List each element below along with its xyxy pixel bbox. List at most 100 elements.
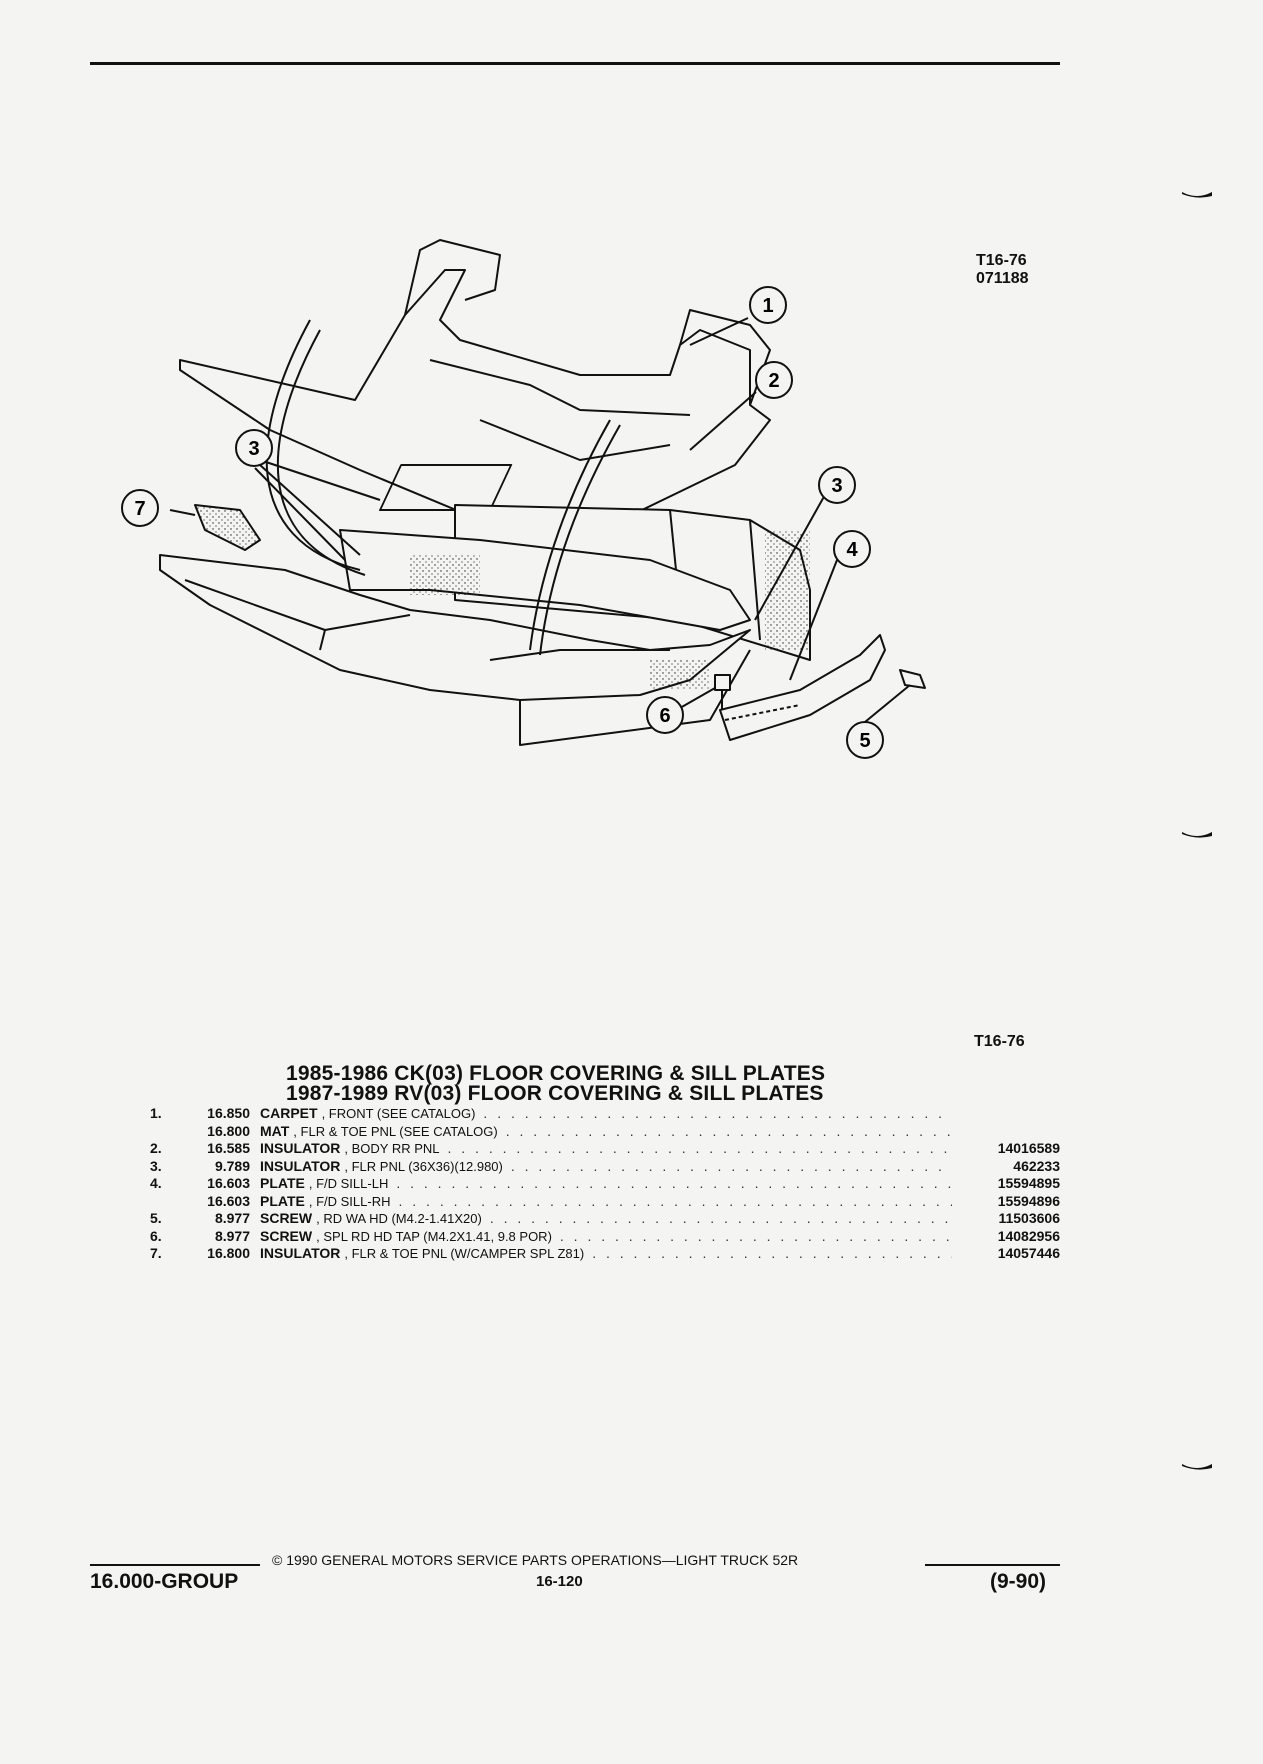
dot-leader: . . . . . . . . . . . . . . . . . . . . … [398,1192,952,1209]
callout-3b: 3 [818,466,856,504]
group-number: 16.603 [207,1175,250,1191]
date-code: (9-90) [990,1570,1047,1593]
part-name: SCREW [260,1210,313,1226]
table-row: 16.603 PLATE, F/D SILL-RH . . . . . . . .… [150,1193,1060,1211]
description: CARPET, FRONT (SEE CATALOG) . . . . . . … [260,1105,960,1121]
callout-4: 4 [833,530,871,568]
part-name: INSULATOR [260,1140,341,1156]
figure-code: T16-76 [976,252,1027,269]
description: SCREW, SPL RD HD TAP (M4.2X1.41, 9.8 POR… [260,1228,960,1244]
description: INSULATOR, FLR & TOE PNL (W/CAMPER SPL Z… [260,1245,960,1261]
description: INSULATOR, BODY RR PNL . . . . . . . . .… [260,1140,960,1156]
description: PLATE, F/D SILL-LH . . . . . . . . . . .… [260,1175,960,1191]
group-number: 16.603 [207,1192,250,1209]
part-name: PLATE [260,1192,305,1209]
item-number: 2. [150,1140,162,1156]
table-row: 3. 9.789 INSULATOR, FLR PNL (36X36)(12.980… [150,1158,1060,1176]
part-detail: , F/D SILL-LH [308,1176,389,1191]
margin-mark-icon [1182,192,1212,198]
part-number: 15594896 [997,1192,1060,1209]
item-number: 7. [150,1245,162,1261]
camper-insulator [194,504,261,551]
heel-pad [379,464,513,511]
part-number: 14057446 [997,1245,1060,1261]
group-number: 8.977 [214,1227,250,1244]
table-row: 1. 16.850 CARPET, FRONT (SEE CATALOG) . . … [150,1105,1060,1123]
dot-leader: . . . . . . . . . . . . . . . . . . . . … [489,1210,952,1226]
footer-rule-right [925,1564,1060,1566]
group-number: 16.585 [207,1140,250,1156]
part-name: MAT [260,1122,290,1139]
title-line-2: 1987-1989 RV(03) FLOOR COVERING & SILL P… [286,1082,824,1105]
part-name: SCREW [260,1227,313,1244]
figure-code-block: T16-76 071188 [976,252,1029,288]
svg-text:3: 3 [831,475,842,497]
dot-leader: . . . . . . . . . . . . . . . . . . . . … [447,1140,953,1156]
part-number: 14082956 [997,1227,1060,1244]
dot-leader: . . . . . . . . . . . . . . . . . . . . … [559,1227,952,1244]
item-number: 3. [150,1157,162,1174]
callout-5: 5 [846,721,884,759]
top-rule [90,62,1060,65]
description: SCREW, RD WA HD (M4.2-1.41X20) . . . . .… [260,1210,960,1226]
item-number: 4. [150,1175,162,1191]
dot-leader: . . . . . . . . . . . . . . . . . . . . … [510,1157,952,1174]
screw-6 [714,674,731,710]
callout-1: 1 [749,286,787,324]
callout-6: 6 [646,696,684,734]
group-number: 8.977 [214,1210,250,1226]
part-number: 15594895 [997,1175,1060,1191]
svg-text:7: 7 [134,498,145,520]
table-row: 2. 16.585 INSULATOR, BODY RR PNL . . . . .… [150,1140,1060,1158]
table-row: 5. 8.977 SCREW, RD WA HD (M4.2-1.41X20) . … [150,1210,1060,1228]
lower-floor [159,554,751,701]
group-number: 9.789 [214,1157,250,1174]
callout-7: 7 [121,489,159,527]
figure-code-repeat: T16-76 [974,1033,1025,1050]
front-carpet [179,269,771,541]
part-detail: , SPL RD HD TAP (M4.2X1.41, 9.8 POR) [316,1228,552,1244]
svg-text:6: 6 [659,705,670,727]
part-detail: , BODY RR PNL [344,1141,440,1156]
callout-2: 2 [755,361,793,399]
svg-text:2: 2 [768,370,779,392]
part-name: INSULATOR [260,1157,341,1174]
part-number: 11503606 [998,1210,1060,1226]
table-row: 7. 16.800 INSULATOR, FLR & TOE PNL (W/CAMP… [150,1245,1060,1263]
part-number: 14016589 [997,1140,1060,1156]
part-detail: , FLR & TOE PNL (SEE CATALOG) [293,1123,498,1139]
group-number: 16.850 [207,1105,250,1121]
floor-covering-illustration: 1 2 3 3 4 5 6 7 [121,239,926,759]
dot-leader: . . . . . . . . . . . . . . . . . . . . … [396,1175,952,1191]
page-number: 16-120 [536,1573,583,1590]
item-number: 5. [150,1210,162,1226]
screw-5 [899,669,926,689]
dot-leader: . . . . . . . . . . . . . . . . . . . . … [483,1105,952,1121]
dot-leader: . . . . . . . . . . . . . . . . . . . . … [592,1245,952,1261]
part-detail: , FLR & TOE PNL (W/CAMPER SPL Z81) [344,1246,585,1261]
svg-text:5: 5 [859,730,870,752]
part-number: 462233 [1013,1157,1060,1174]
part-detail: , FLR PNL (36X36)(12.980) [344,1158,503,1174]
copyright: © 1990 GENERAL MOTORS SERVICE PARTS OPER… [272,1552,799,1568]
group-number: 16.800 [207,1245,250,1261]
callout-3: 3 [235,429,273,467]
part-detail: , FRONT (SEE CATALOG) [321,1106,476,1121]
description: MAT, FLR & TOE PNL (SEE CATALOG) . . . .… [260,1123,960,1139]
dot-leader: . . . . . . . . . . . . . . . . . . . . … [505,1122,952,1139]
part-name: CARPET [260,1105,318,1121]
footer-rule-left [90,1564,260,1566]
table-row: 4. 16.603 PLATE, F/D SILL-LH . . . . . . .… [150,1175,1060,1193]
svg-text:3: 3 [248,438,259,460]
item-number: 1. [150,1105,162,1121]
parts-list: 1. 16.850 CARPET, FRONT (SEE CATALOG) . . … [150,1105,1060,1263]
title-line-1: 1985-1986 CK(03) FLOOR COVERING & SILL P… [286,1062,826,1085]
group-label: 16.000-GROUP [90,1570,239,1593]
description: PLATE, F/D SILL-RH . . . . . . . . . . .… [260,1193,960,1209]
description: INSULATOR, FLR PNL (36X36)(12.980) . . .… [260,1158,960,1174]
svg-text:1: 1 [762,295,773,317]
figure-date: 071188 [976,270,1029,287]
part-name: PLATE [260,1175,305,1191]
